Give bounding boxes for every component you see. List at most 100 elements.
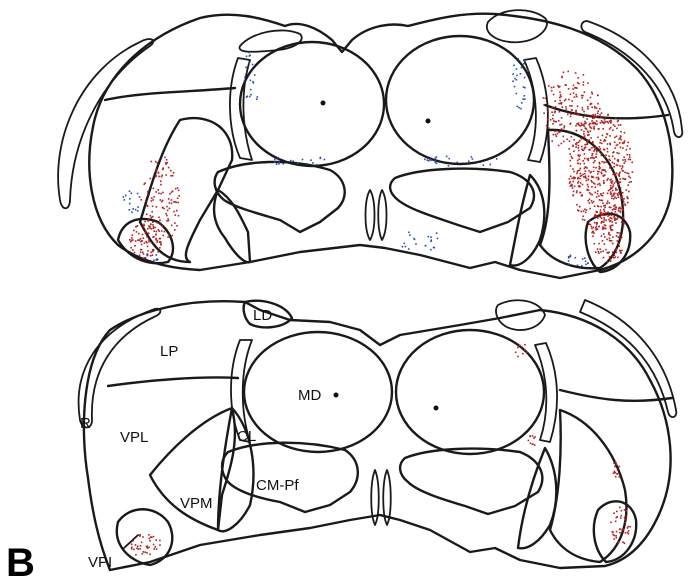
- panel-letter: B: [6, 541, 35, 582]
- labelled-cell-red: [153, 236, 155, 238]
- labelled-cell-red: [615, 208, 617, 210]
- labelled-cell-red: [599, 162, 601, 164]
- labelled-cell-red: [614, 254, 616, 256]
- labelled-cell-red: [581, 122, 583, 124]
- labelled-cell-red: [162, 235, 164, 237]
- labelled-cell-blue: [123, 196, 125, 198]
- labelled-cell-red: [616, 173, 618, 175]
- upper-right-md: [386, 36, 534, 164]
- labelled-cell-red: [561, 77, 563, 79]
- labelled-cell-red: [579, 206, 581, 208]
- labelled-cell-red: [594, 160, 596, 162]
- labelled-cell-red: [629, 177, 631, 179]
- labelled-cell-red: [586, 167, 588, 169]
- labelled-cell-red: [603, 192, 605, 194]
- labelled-cell-red: [153, 230, 155, 232]
- labelled-cell-red: [135, 226, 137, 228]
- labelled-cell-red: [577, 160, 579, 162]
- labelled-cell-red: [168, 234, 170, 236]
- labelled-cell-red: [175, 188, 177, 190]
- labelled-cell-red: [598, 195, 600, 197]
- labelled-cell-red: [164, 231, 166, 233]
- labelled-cell-red: [608, 232, 610, 234]
- labelled-cell-red: [164, 157, 166, 159]
- labelled-cell-red: [578, 150, 580, 152]
- labelled-cell-red: [615, 222, 617, 224]
- labelled-cell-red: [148, 534, 150, 536]
- labelled-cell-red: [171, 192, 173, 194]
- labelled-cell-red: [572, 187, 574, 189]
- labelled-cell-blue: [472, 158, 474, 160]
- labelled-cell-red: [584, 219, 586, 221]
- labelled-cell-red: [596, 226, 598, 228]
- labelled-cell-blue: [143, 253, 145, 255]
- labelled-cell-red: [144, 242, 146, 244]
- labelled-cell-red: [577, 163, 579, 165]
- lower-left-divider: [108, 377, 238, 386]
- labelled-cell-red: [618, 192, 620, 194]
- labelled-cell-red: [558, 145, 560, 147]
- labelled-cell-red: [613, 472, 615, 474]
- labelled-cell-red: [587, 134, 589, 136]
- labelled-cell-blue: [430, 160, 432, 162]
- labelled-cell-red: [175, 214, 177, 216]
- labelled-cell-red: [613, 184, 615, 186]
- labelled-cell-red: [616, 464, 618, 466]
- labelled-cell-red: [577, 77, 579, 79]
- labelled-cell-red: [547, 119, 549, 121]
- labelled-cell-red: [591, 181, 593, 183]
- labelled-cell-blue: [156, 254, 158, 256]
- labelled-cell-blue: [585, 264, 587, 266]
- labelled-cell-red: [585, 212, 587, 214]
- labelled-cell-red: [591, 115, 593, 117]
- labelled-cell-red: [597, 94, 599, 96]
- labelled-cell-red: [621, 221, 623, 223]
- labelled-cell-red: [580, 192, 582, 194]
- labelled-cell-red: [614, 204, 616, 206]
- labelled-cell-red: [551, 140, 553, 142]
- labelled-cell-red: [609, 167, 611, 169]
- labelled-cell-red: [171, 203, 173, 205]
- labelled-cell-red: [627, 142, 629, 144]
- labelled-cell-blue: [124, 199, 126, 201]
- labelled-cell-red: [607, 201, 609, 203]
- labelled-cell-red: [568, 99, 570, 101]
- labelled-cell-red: [589, 199, 591, 201]
- labelled-cell-red: [576, 96, 578, 98]
- labelled-cell-red: [607, 114, 609, 116]
- labelled-cell-red: [610, 166, 612, 168]
- labelled-cell-red: [178, 190, 180, 192]
- labelled-cell-blue: [252, 64, 254, 66]
- label-md: MD: [298, 387, 321, 404]
- labelled-cell-red: [162, 169, 164, 171]
- labelled-cell-red: [524, 349, 526, 351]
- labelled-cell-red: [178, 195, 180, 197]
- labelled-cell-blue: [584, 257, 586, 259]
- labelled-cell-red: [616, 517, 618, 519]
- labelled-cell-red: [619, 507, 621, 509]
- labelled-cell-red: [595, 192, 597, 194]
- labelled-cell-red: [616, 537, 618, 539]
- labelled-cell-red: [571, 109, 573, 111]
- labelled-cell-red: [612, 243, 614, 245]
- labelled-cell-red: [612, 532, 614, 534]
- labelled-cell-red: [627, 532, 629, 534]
- labelled-cell-red: [159, 223, 161, 225]
- labelled-cell-red: [553, 134, 555, 136]
- labelled-cell-red: [609, 240, 611, 242]
- labelled-cell-red: [617, 243, 619, 245]
- labelled-cell-red: [582, 160, 584, 162]
- labelled-cell-red: [146, 546, 148, 548]
- labelled-cell-red: [162, 192, 164, 194]
- labelled-cell-red: [585, 128, 587, 130]
- labelled-cell-red: [597, 173, 599, 175]
- labelled-cell-red: [584, 153, 586, 155]
- labelled-cell-red: [624, 159, 626, 161]
- labelled-cell-red: [616, 232, 618, 234]
- labelled-cell-red: [591, 228, 593, 230]
- labelled-cell-red: [592, 236, 594, 238]
- labelled-cell-red: [597, 110, 599, 112]
- labelled-cell-blue: [524, 60, 526, 62]
- labelled-cell-red: [601, 235, 603, 237]
- labelled-cell-red: [150, 252, 152, 254]
